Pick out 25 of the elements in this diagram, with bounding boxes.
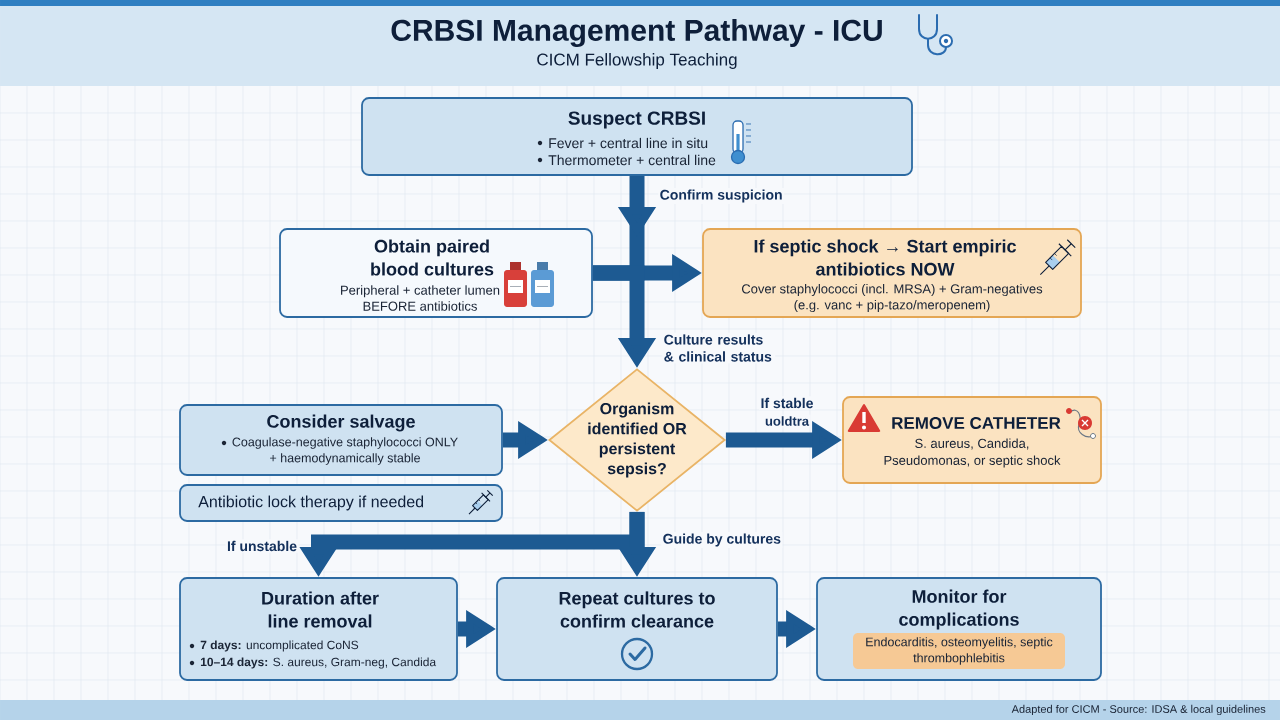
box-title: REMOVE CATHETER: [892, 417, 1061, 429]
edge-label: Culture results & clinical status: [662, 332, 776, 364]
box-title: Consider salvage: [267, 414, 415, 432]
list-item: Coagulase-negative staphylococci ONLY + haemodynamically stable: [232, 437, 458, 465]
box-title: Obtain paired blood cultures: [371, 239, 494, 276]
box-title: Suspect CRBSI: [568, 111, 705, 129]
subtitle: CICM Fellowship Teaching: [537, 53, 737, 69]
list-item: 10–14 days: S. aureus, Gram-neg, Candida: [200, 657, 437, 669]
box-text: Cover staphylococci (incl. MRSA) + Gram-negatives (e.g. vanc + pip-tazo/meropenem): [741, 283, 1043, 313]
edge-label: If stable: [759, 396, 815, 410]
box-text: S. aureus, Candida, Pseudomonas, or septic shock: [884, 438, 1061, 468]
box-text: Antibiotic lock therapy if needed: [198, 495, 424, 511]
highlighted-text: Endocarditis, osteomyelitis, septic thrombophlebitis: [853, 633, 1065, 669]
box-title: Duration after line removal: [262, 591, 379, 628]
list-item: Fever + central line in situ: [549, 137, 708, 149]
footer-note: Adapted for CICM - Source: IDSA & local guidelines: [1011, 704, 1266, 716]
box-title: If septic shock → Start empiric antibiotics NOW: [754, 239, 1016, 276]
decision-text: Organism identified OR persistent sepsis?: [588, 402, 687, 478]
box-text: Peripheral + catheter lumen BEFORE antibiotics: [341, 285, 500, 311]
box-title: Monitor for complications: [899, 589, 1019, 630]
list-item: Thermometer + central line: [548, 154, 716, 166]
edge-label: If unstable: [225, 539, 299, 553]
list-item: 7 days: uncomplicated CoNS: [200, 640, 359, 652]
box-title: Repeat cultures to confirm clearance: [559, 591, 715, 628]
title: CRBSI Management Pathway - ICU: [391, 18, 882, 48]
